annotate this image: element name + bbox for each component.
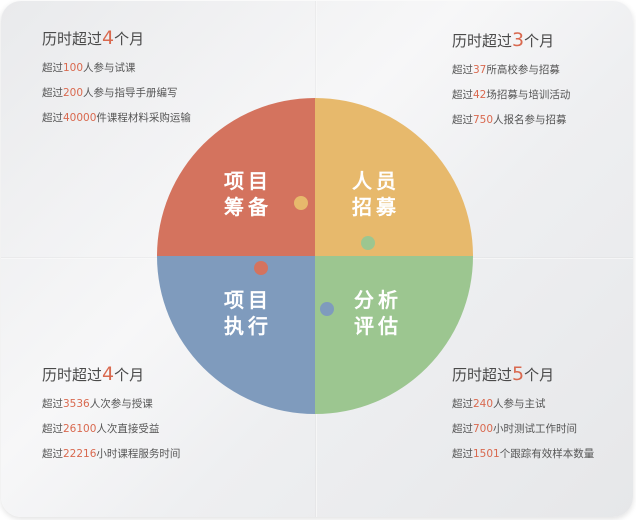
stat-number: 42	[473, 89, 487, 101]
stat-line: 超过200人参与指导手册编写	[42, 86, 191, 100]
puzzle-knob-top	[294, 196, 308, 210]
stat-number: 26100	[63, 423, 97, 435]
heading-suffix: 个月	[114, 30, 145, 48]
heading-number: 4	[102, 363, 115, 385]
stat-number: 37	[473, 64, 487, 76]
stat-line: 超过700小时测试工作时间	[452, 422, 594, 436]
stat-suffix: 人报名参与招募	[493, 114, 567, 126]
stat-prefix: 超过	[452, 89, 473, 101]
quadrant-project-prep	[157, 98, 315, 256]
stat-prefix: 超过	[452, 398, 473, 410]
heading-number: 3	[512, 29, 525, 51]
stat-suffix: 个跟踪有效样本数量	[499, 448, 595, 460]
quadrant-label-project-exec: 项目 执行	[218, 287, 278, 339]
stat-prefix: 超过	[42, 112, 63, 124]
stat-line: 超过26100人次直接受益	[42, 422, 180, 436]
stat-suffix: 人参与试课	[83, 62, 136, 74]
heading-prefix: 历时超过	[452, 366, 513, 384]
stat-number: 1501	[473, 448, 500, 460]
stat-line: 超过22216小时课程服务时间	[42, 447, 180, 461]
stat-suffix: 件课程材料采购运输	[96, 112, 191, 124]
stat-line: 超过750人报名参与招募	[452, 113, 570, 127]
stat-prefix: 超过	[452, 114, 473, 126]
info-panel-project-exec: 历时超过4个月 超过3536人次参与授课 超过26100人次直接受益 超过222…	[42, 364, 180, 472]
panel-heading: 历时超过4个月	[42, 28, 191, 49]
quadrant-label-line: 招募	[352, 195, 400, 219]
heading-number: 5	[512, 363, 525, 385]
stat-prefix: 超过	[42, 423, 63, 435]
stat-line: 超过100人参与试课	[42, 61, 191, 75]
puzzle-knob-right	[361, 236, 375, 250]
heading-prefix: 历时超过	[42, 30, 103, 48]
stat-suffix: 场招募与培训活动	[486, 89, 571, 101]
info-panel-analysis-eval: 历时超过5个月 超过240人参与主试 超过700小时测试工作时间 超过1501个…	[452, 364, 594, 472]
heading-number: 4	[102, 27, 115, 49]
quadrant-analysis-eval	[315, 256, 473, 414]
stat-suffix: 人参与主试	[493, 398, 546, 410]
stat-line: 超过3536人次参与授课	[42, 397, 180, 411]
stat-prefix: 超过	[42, 448, 63, 460]
quadrant-project-exec	[157, 256, 315, 414]
stat-line: 超过1501个跟踪有效样本数量	[452, 447, 594, 461]
quadrant-label-line: 项目	[224, 288, 272, 312]
stat-prefix: 超过	[42, 398, 63, 410]
heading-suffix: 个月	[524, 366, 555, 384]
puzzle-knob-bottom	[320, 302, 334, 316]
quadrant-label-analysis-eval: 分析 评估	[348, 287, 408, 339]
quadrant-label-line: 分析	[354, 288, 402, 312]
stat-suffix: 人次参与授课	[89, 398, 153, 410]
stat-prefix: 超过	[452, 448, 473, 460]
stat-suffix: 小时测试工作时间	[493, 423, 578, 435]
puzzle-knob-left	[254, 261, 268, 275]
stat-number: 700	[473, 423, 494, 435]
info-panel-staff-recruit: 历时超过3个月 超过37所高校参与招募 超过42场招募与培训活动 超过750人报…	[452, 30, 570, 138]
stat-line: 超过37所高校参与招募	[452, 63, 570, 77]
panel-heading: 历时超过3个月	[452, 30, 570, 51]
info-panel-project-prep: 历时超过4个月 超过100人参与试课 超过200人参与指导手册编写 超过4000…	[42, 28, 191, 136]
stat-line: 超过40000件课程材料采购运输	[42, 111, 191, 125]
quadrant-label-line: 筹备	[224, 195, 272, 219]
stat-line: 超过42场招募与培训活动	[452, 88, 570, 102]
stat-number: 750	[473, 114, 494, 126]
stat-number: 200	[63, 87, 84, 99]
panel-heading: 历时超过5个月	[452, 364, 594, 385]
stat-number: 40000	[63, 112, 97, 124]
quadrant-label-line: 执行	[224, 314, 272, 338]
stat-line: 超过240人参与主试	[452, 397, 594, 411]
stat-prefix: 超过	[452, 64, 473, 76]
stat-prefix: 超过	[452, 423, 473, 435]
quadrant-label-staff-recruit: 人员 招募	[346, 168, 406, 220]
stat-number: 3536	[63, 398, 90, 410]
stat-number: 240	[473, 398, 494, 410]
heading-suffix: 个月	[114, 366, 145, 384]
panel-heading: 历时超过4个月	[42, 364, 180, 385]
quadrant-label-line: 项目	[224, 169, 272, 193]
stat-prefix: 超过	[42, 87, 63, 99]
heading-prefix: 历时超过	[452, 32, 513, 50]
quadrant-label-project-prep: 项目 筹备	[218, 168, 278, 220]
stat-suffix: 人次直接受益	[96, 423, 160, 435]
quadrant-staff-recruit	[315, 98, 473, 256]
heading-prefix: 历时超过	[42, 366, 103, 384]
stat-prefix: 超过	[42, 62, 63, 74]
quadrant-label-line: 评估	[354, 314, 402, 338]
stat-suffix: 人参与指导手册编写	[83, 87, 178, 99]
heading-suffix: 个月	[524, 32, 555, 50]
stat-number: 22216	[63, 448, 97, 460]
stat-number: 100	[63, 62, 84, 74]
stat-suffix: 小时课程服务时间	[96, 448, 181, 460]
quadrant-label-line: 人员	[352, 169, 400, 193]
stat-suffix: 所高校参与招募	[486, 64, 560, 76]
